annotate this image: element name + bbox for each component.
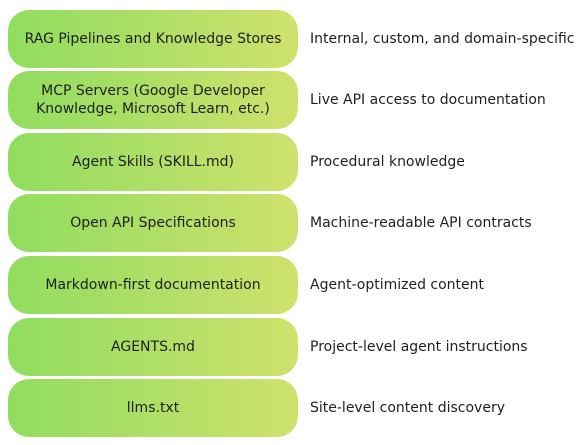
layer-description: Live API access to documentation xyxy=(310,92,546,108)
layer-pill: Agent Skills (SKILL.md) xyxy=(8,133,298,191)
layer-description: Agent-optimized content xyxy=(310,277,485,293)
layer-row: Agent Skills (SKILL.md) Procedural knowl… xyxy=(0,133,585,191)
layer-row: Markdown-first documentation Agent-optim… xyxy=(0,256,585,314)
layer-row: MCP Servers (Google Developer Knowledge,… xyxy=(0,71,585,129)
layer-pill: llms.txt xyxy=(8,379,298,437)
layer-description: Internal, custom, and domain-specific xyxy=(310,31,575,47)
layer-pill: AGENTS.md xyxy=(8,318,298,376)
layer-description: Machine-readable API contracts xyxy=(310,215,532,231)
layer-row: RAG Pipelines and Knowledge Stores Inter… xyxy=(0,10,585,68)
layer-row: Open API Specifications Machine-readable… xyxy=(0,194,585,252)
layer-pill: Markdown-first documentation xyxy=(8,256,298,314)
layer-pill: MCP Servers (Google Developer Knowledge,… xyxy=(8,71,298,129)
layer-description: Site-level content discovery xyxy=(310,400,505,416)
layer-row: llms.txt Site-level content discovery xyxy=(0,379,585,437)
layer-pill: Open API Specifications xyxy=(8,194,298,252)
layer-description: Procedural knowledge xyxy=(310,154,465,170)
layer-pill: RAG Pipelines and Knowledge Stores xyxy=(8,10,298,68)
layer-description: Project-level agent instructions xyxy=(310,339,528,355)
layer-row: AGENTS.md Project-level agent instructio… xyxy=(0,318,585,376)
